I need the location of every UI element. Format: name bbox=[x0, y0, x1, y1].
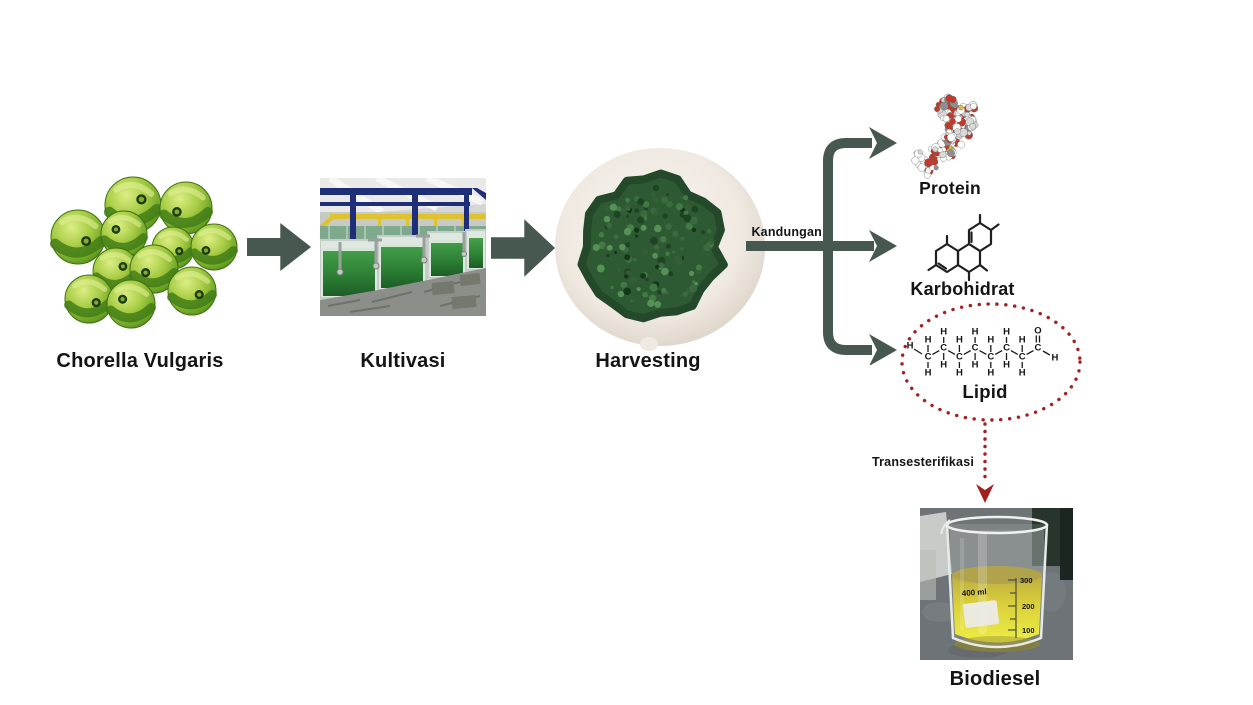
svg-text:C: C bbox=[1003, 343, 1010, 354]
svg-text:H: H bbox=[925, 335, 932, 346]
label-kultivasi: Kultivasi bbox=[360, 350, 446, 372]
label-protein: Protein bbox=[919, 178, 981, 198]
svg-text:H: H bbox=[1051, 353, 1058, 364]
svg-text:C: C bbox=[956, 352, 963, 363]
svg-text:C: C bbox=[1034, 343, 1041, 354]
svg-text:C: C bbox=[987, 352, 994, 363]
svg-text:H: H bbox=[956, 335, 963, 346]
label-biodiesel: Biodiesel bbox=[949, 668, 1041, 690]
lipid-dotted-ellipse bbox=[900, 302, 1082, 422]
svg-text:H: H bbox=[987, 335, 994, 346]
svg-text:H: H bbox=[1003, 360, 1010, 371]
kultivasi-photo bbox=[320, 178, 486, 316]
karbohidrat-molecule-illustration bbox=[927, 213, 1000, 282]
beaker-mark-100: 100 bbox=[1022, 626, 1035, 635]
svg-text:C: C bbox=[1019, 352, 1026, 363]
arrow-kultivasi-to-harvesting bbox=[491, 219, 555, 277]
svg-text:H: H bbox=[925, 368, 932, 379]
svg-text:H: H bbox=[1019, 335, 1026, 346]
harvesting-photo bbox=[555, 148, 765, 351]
kandungan-branch-connector bbox=[746, 127, 897, 365]
svg-text:H: H bbox=[1019, 368, 1026, 379]
biodiesel-photo: 300 200 100 400 ml bbox=[920, 508, 1073, 660]
svg-text:H: H bbox=[972, 360, 979, 371]
chlorella-cells-illustration bbox=[49, 176, 238, 329]
svg-text:H: H bbox=[987, 368, 994, 379]
beaker-volume-label: 400 ml bbox=[962, 587, 987, 598]
protein-molecule-illustration bbox=[911, 93, 979, 179]
svg-text:O: O bbox=[1034, 326, 1041, 337]
label-harvesting: Harvesting bbox=[595, 350, 701, 372]
label-lipid: Lipid bbox=[962, 381, 1008, 402]
svg-text:H: H bbox=[940, 360, 947, 371]
transesterifikasi-arrow bbox=[976, 422, 994, 503]
label-kandungan: Kandungan bbox=[751, 225, 822, 239]
svg-text:H: H bbox=[940, 327, 947, 338]
svg-text:H: H bbox=[972, 327, 979, 338]
beaker-mark-300: 300 bbox=[1020, 576, 1033, 585]
svg-text:C: C bbox=[940, 343, 947, 354]
label-karbohidrat: Karbohidrat bbox=[910, 279, 1015, 299]
svg-text:C: C bbox=[972, 343, 979, 354]
beaker-mark-200: 200 bbox=[1022, 602, 1035, 611]
svg-text:H: H bbox=[907, 341, 914, 352]
label-transesterifikasi: Transesterifikasi bbox=[871, 455, 975, 469]
label-chlorella: Chorella Vulgaris bbox=[56, 350, 224, 372]
svg-text:H: H bbox=[1003, 327, 1010, 338]
svg-text:H: H bbox=[956, 368, 963, 379]
arrow-chlorella-to-kultivasi bbox=[247, 223, 311, 271]
svg-text:C: C bbox=[925, 352, 932, 363]
